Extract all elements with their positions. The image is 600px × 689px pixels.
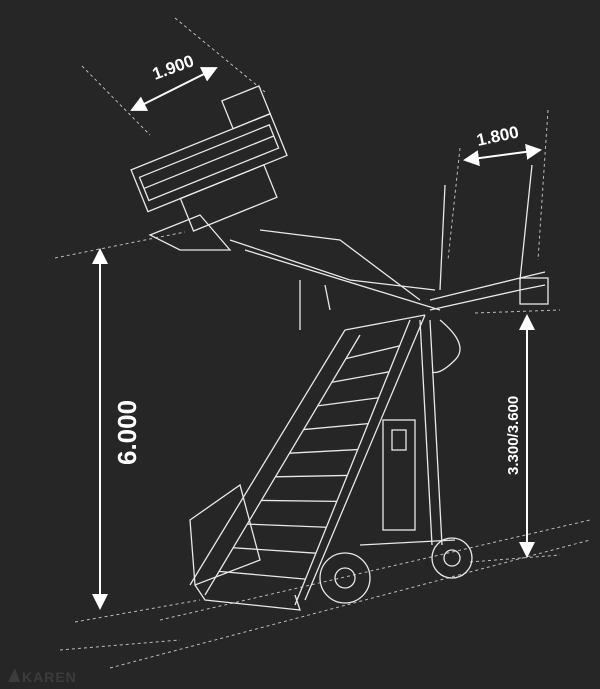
conveyor-rung — [303, 422, 369, 431]
conveyor-rung — [331, 371, 390, 383]
conveyor-rung — [261, 499, 337, 503]
conveyor-rung — [275, 474, 348, 478]
dimension-total-height: 6.000 — [112, 400, 142, 465]
karen-logo: KAREN — [22, 669, 77, 685]
conveyor-rung — [233, 547, 316, 554]
conveyor-rung — [317, 397, 379, 407]
dimension-handle-height: 3.300/3.600 — [505, 396, 522, 475]
conveyor-machine — [130, 85, 549, 611]
dimension-arrows — [92, 67, 542, 610]
conveyor-rung — [289, 448, 358, 454]
conveyor-rung — [247, 523, 327, 528]
guide-lines — [54, 17, 591, 669]
conveyor-rung — [219, 570, 306, 580]
logo-mark-icon — [8, 668, 20, 682]
conveyor-rung — [345, 345, 400, 360]
dimension-handle-width: 1.800 — [475, 122, 521, 149]
dimension-head-width: 1.900 — [150, 51, 196, 83]
